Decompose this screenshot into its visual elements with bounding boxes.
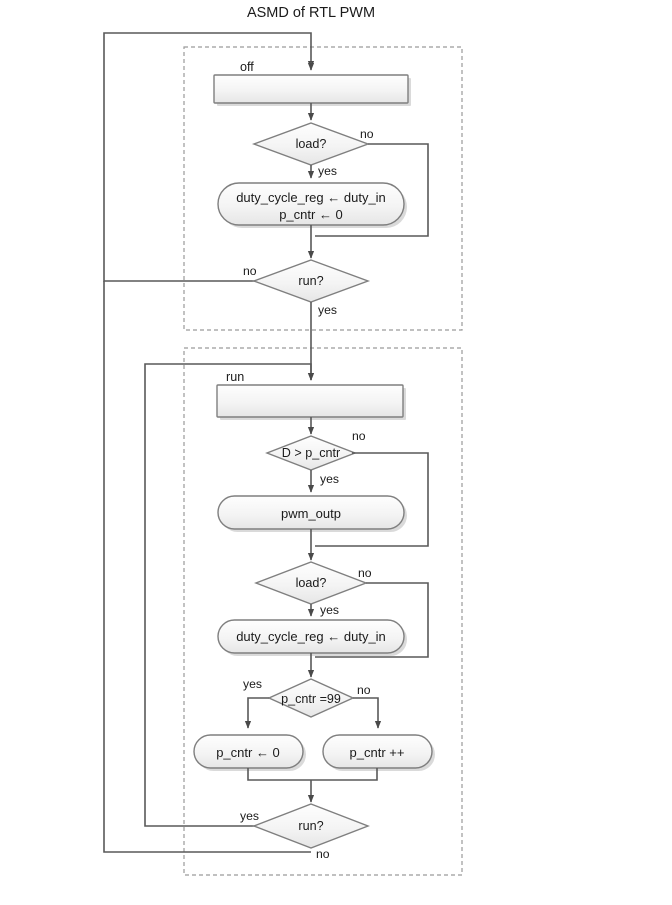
edge-pcntr99-no xyxy=(353,697,382,729)
edge-label-d-gt-no: no xyxy=(352,429,366,443)
action-load-off-line1: duty_cycle_reg ← duty_in xyxy=(236,190,386,205)
action-load-off-line2: p_cntr ← 0 xyxy=(279,207,343,222)
region-run xyxy=(183,347,463,876)
action-pcntr-zero-label: p_cntr ← 0 xyxy=(216,745,280,760)
decision-pcntr-99-shape xyxy=(267,678,355,718)
edge-label-run-off-yes: yes xyxy=(318,303,337,317)
edge-label-run-run-yes: yes xyxy=(240,809,259,823)
edge-label-d-gt-yes: yes xyxy=(320,472,339,486)
decision-run-run-label: run? xyxy=(298,819,323,833)
edge-label-pcntr99-no: no xyxy=(357,683,371,697)
region-off xyxy=(183,46,463,331)
edge-d-gt-no xyxy=(315,452,429,547)
action-pwm-outp-label: pwm_outp xyxy=(281,506,341,521)
edge-load-run-no xyxy=(315,582,429,658)
decision-pcntr-99-label: p_cntr =99 xyxy=(281,692,341,706)
edge-label-load-run-no: no xyxy=(358,566,372,580)
edge-label-run-off-no: no xyxy=(243,264,257,278)
edge-load-off-no xyxy=(315,143,429,237)
decision-load-run-label: load? xyxy=(296,576,327,590)
decision-run-off-label: run? xyxy=(298,274,323,288)
page-title: ASMD of RTL PWM xyxy=(247,5,375,21)
decision-load-off-label: load? xyxy=(296,137,327,151)
decision-run-run-shape xyxy=(252,803,370,849)
action-load-run-label: duty_cycle_reg ← duty_in xyxy=(236,629,386,644)
edge-label-run-run-no: no xyxy=(316,847,330,861)
edge-label-load-run-yes: yes xyxy=(320,603,339,617)
state-off-label: off xyxy=(240,60,254,74)
state-run-box xyxy=(216,384,404,418)
action-pcntr-inc-label: p_cntr ++ xyxy=(350,745,405,760)
edge-label-load-off-yes: yes xyxy=(318,164,337,178)
edge-label-load-off-no: no xyxy=(360,127,374,141)
edge-run-off-no-loop xyxy=(103,32,315,282)
edge-label-pcntr99-yes: yes xyxy=(243,677,262,691)
edge-merge-pcntr-branches xyxy=(247,768,378,781)
edge-pcntr99-yes xyxy=(244,697,269,729)
state-off-box xyxy=(213,74,409,104)
edge-run-run-no-loop xyxy=(103,281,311,853)
state-run-label: run xyxy=(226,370,244,384)
decision-d-gt-pcntr-label: D > p_cntr xyxy=(282,446,340,460)
